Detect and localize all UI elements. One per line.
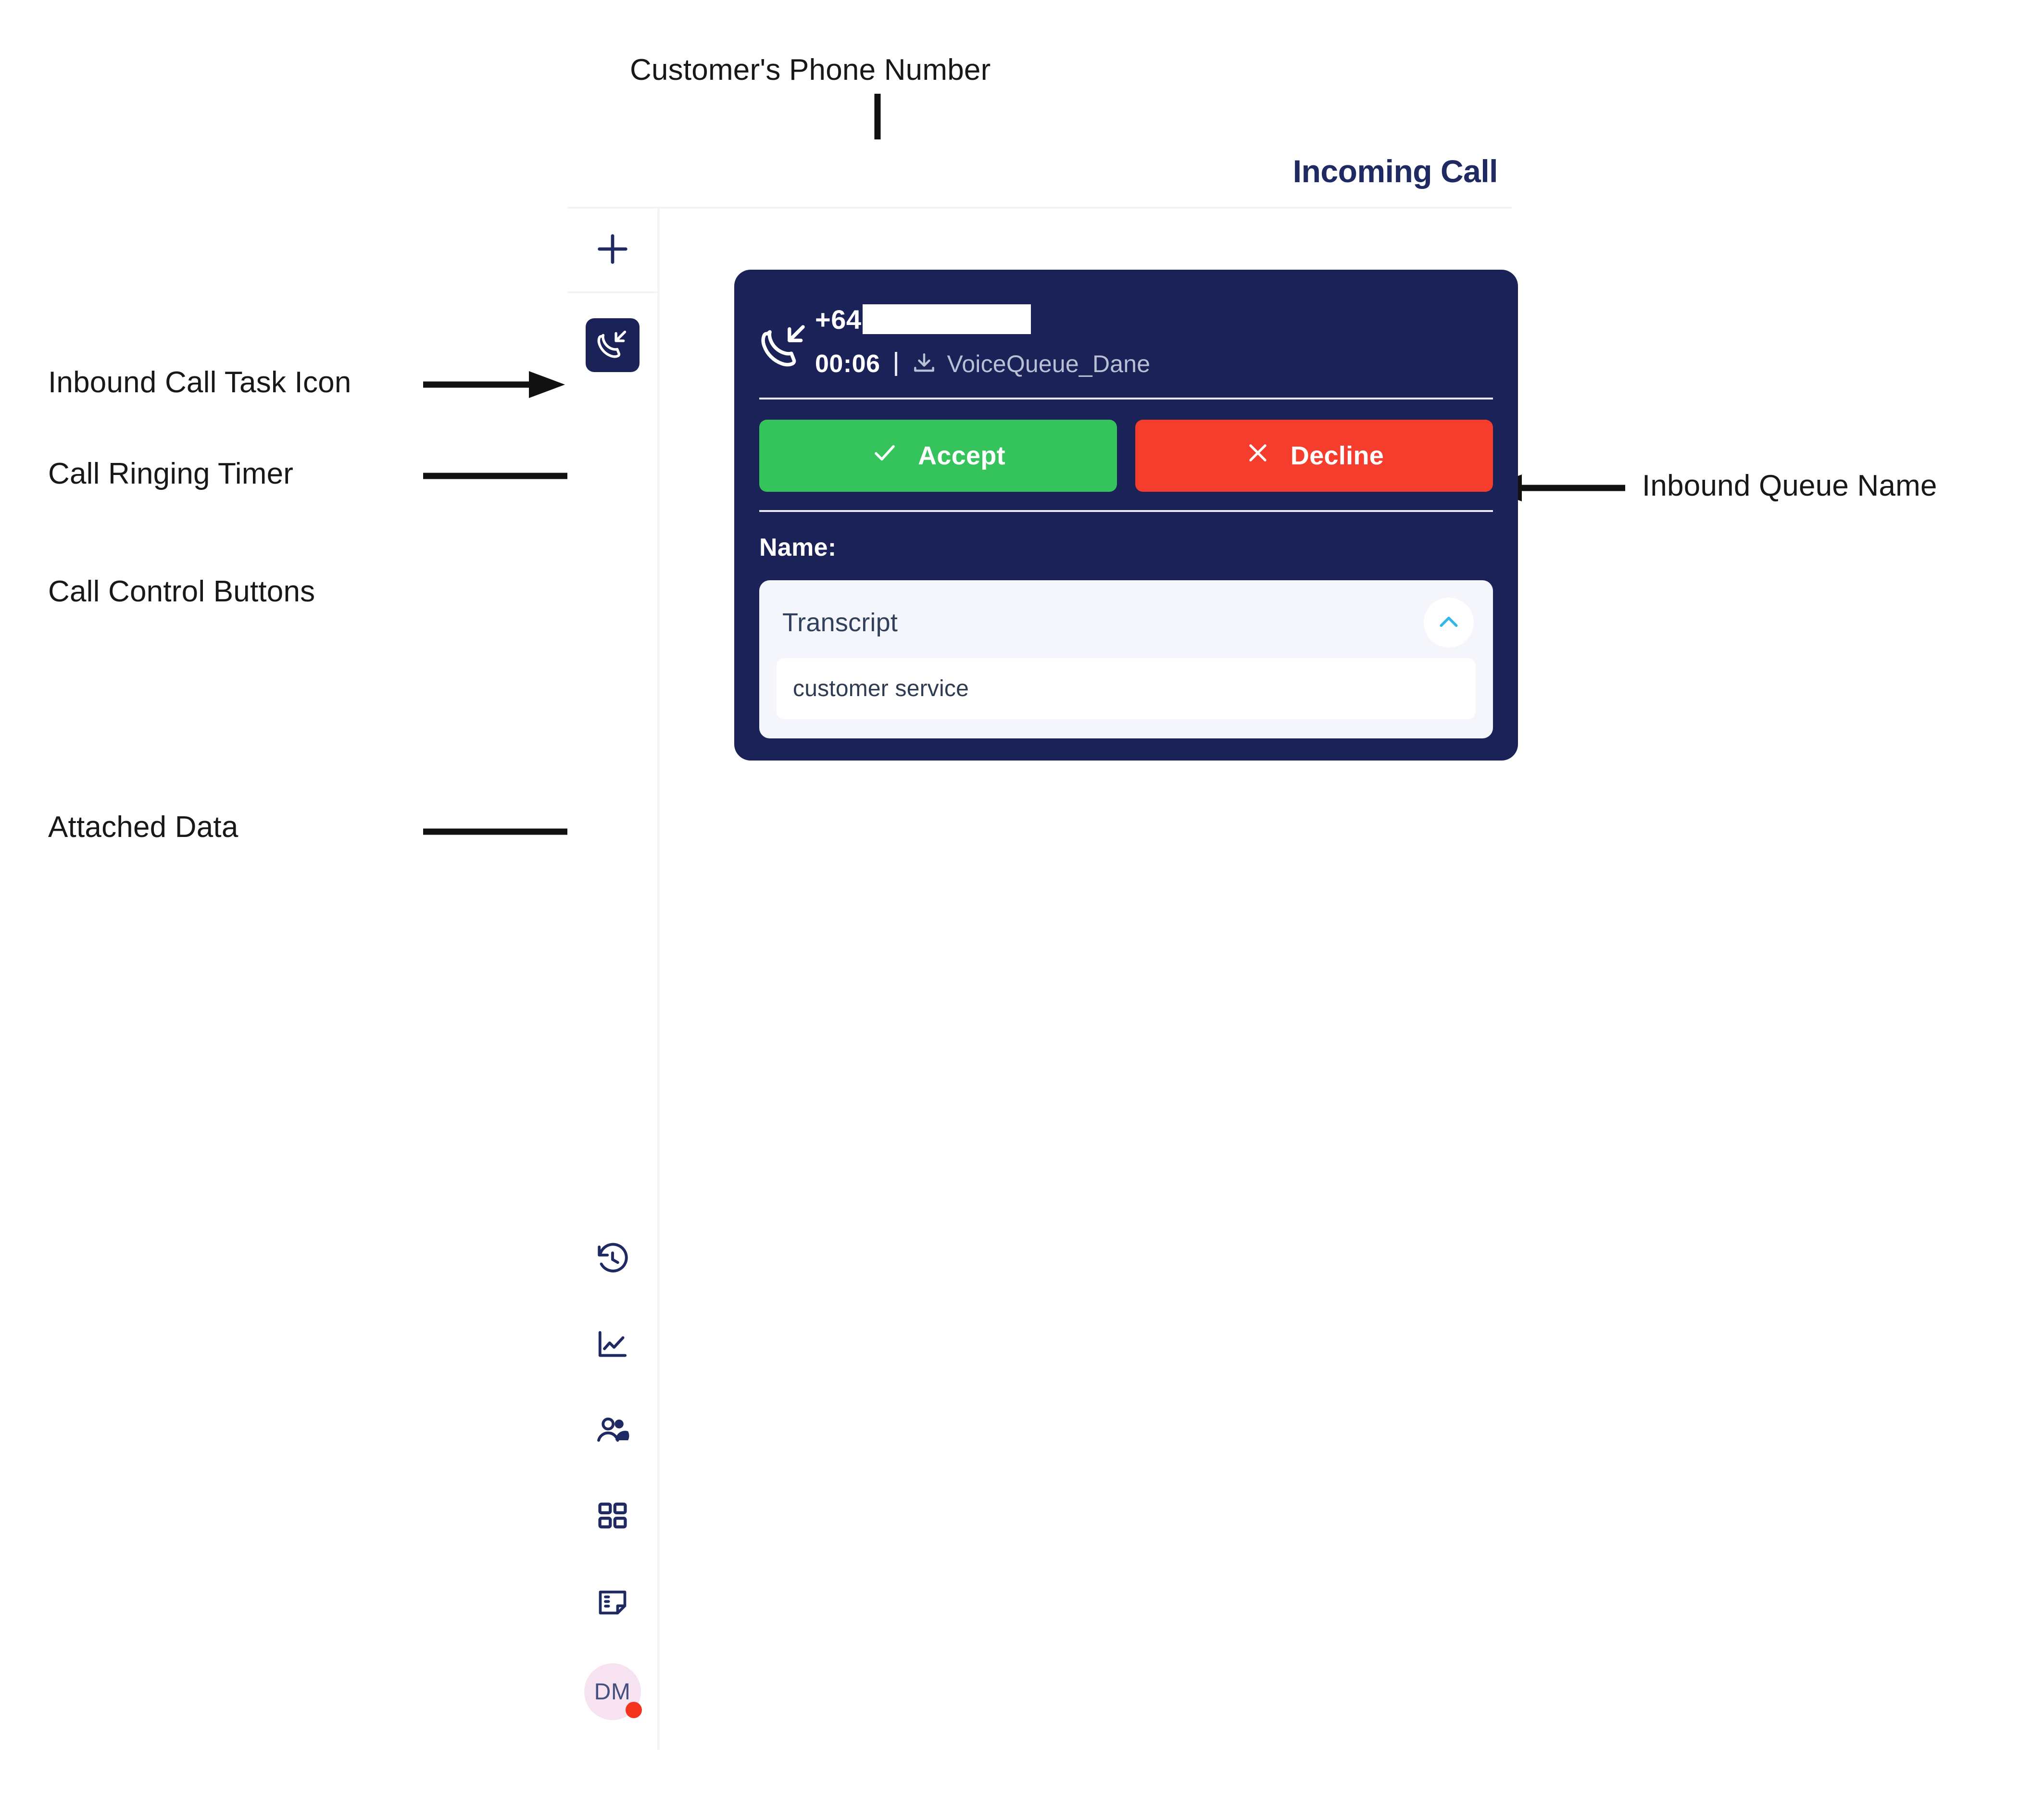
name-label: Name: bbox=[759, 534, 837, 561]
transcript-header: Transcript bbox=[777, 597, 1476, 648]
decline-button[interactable]: Decline bbox=[1135, 420, 1493, 492]
x-icon bbox=[1244, 439, 1271, 473]
transcript-collapse-button[interactable] bbox=[1424, 598, 1474, 648]
avatar-initials: DM bbox=[594, 1679, 631, 1705]
sidebar-item-notes[interactable] bbox=[588, 1578, 638, 1628]
call-card-header: +64 00:06 bbox=[734, 270, 1518, 379]
download-tray-icon bbox=[911, 350, 938, 377]
accept-button-label: Accept bbox=[918, 441, 1005, 470]
check-icon bbox=[871, 439, 899, 473]
inbound-call-icon bbox=[759, 325, 809, 373]
decline-button-label: Decline bbox=[1290, 441, 1384, 470]
app-header: Incoming Call bbox=[567, 139, 1512, 209]
sidebar-item-contacts[interactable] bbox=[588, 1407, 638, 1457]
annotation-label-queue-name: Inbound Queue Name bbox=[1642, 469, 1937, 502]
call-ringing-timer: 00:06 bbox=[815, 350, 880, 378]
incoming-call-card: +64 00:06 bbox=[734, 270, 1518, 761]
grid-apps-icon bbox=[595, 1499, 630, 1536]
call-meta-line: 00:06 VoiceQueue_Dane bbox=[815, 349, 1488, 379]
accept-button[interactable]: Accept bbox=[759, 420, 1117, 492]
avatar[interactable]: DM bbox=[584, 1663, 642, 1720]
sidebar-item-analytics[interactable] bbox=[588, 1321, 638, 1371]
annotation-label-attached-data: Attached Data bbox=[48, 811, 238, 844]
sidebar-item-apps[interactable] bbox=[588, 1492, 638, 1542]
phone-number-prefix: +64 bbox=[815, 304, 862, 335]
history-clock-icon bbox=[595, 1242, 630, 1280]
card-divider-top bbox=[759, 398, 1493, 399]
sidebar-top-section bbox=[567, 209, 657, 293]
annotation-arrow-task-icon bbox=[423, 370, 567, 399]
annotation-label-control-buttons: Call Control Buttons bbox=[48, 575, 315, 608]
sidebar-item-history[interactable] bbox=[588, 1235, 638, 1285]
inbound-call-icon bbox=[596, 328, 629, 363]
transcript-panel: Transcript customer service bbox=[759, 580, 1493, 738]
line-chart-icon bbox=[595, 1327, 630, 1365]
note-list-icon bbox=[595, 1584, 630, 1622]
people-icon bbox=[595, 1413, 630, 1451]
sidebar-rail: DM bbox=[567, 209, 660, 1750]
call-card-header-text: +64 00:06 bbox=[815, 299, 1488, 379]
plus-icon bbox=[593, 229, 632, 271]
meta-divider bbox=[894, 352, 897, 376]
attached-data-name-field: Name: bbox=[734, 533, 1518, 562]
transcript-title: Transcript bbox=[782, 608, 898, 637]
main-panel: +64 00:06 bbox=[662, 209, 1518, 1755]
customer-phone-number: +64 bbox=[815, 301, 1488, 337]
phone-number-redaction bbox=[862, 304, 1031, 334]
add-task-button[interactable] bbox=[585, 222, 640, 278]
call-control-buttons: Accept Decline bbox=[734, 399, 1518, 492]
sidebar-item-inbound-call-task[interactable] bbox=[585, 318, 640, 372]
chevron-up-icon bbox=[1435, 608, 1463, 637]
card-divider-bottom bbox=[759, 510, 1493, 512]
agent-desktop-app: Incoming Call bbox=[567, 139, 1518, 1755]
call-direction-icon-wrap bbox=[759, 299, 815, 373]
annotation-label-task-icon: Inbound Call Task Icon bbox=[48, 366, 351, 399]
annotation-label-phone-number: Customer's Phone Number bbox=[630, 53, 991, 87]
page-title: Incoming Call bbox=[1292, 153, 1498, 189]
status-badge bbox=[625, 1702, 642, 1718]
sidebar-bottom-section: DM bbox=[567, 1235, 657, 1720]
inbound-queue-name: VoiceQueue_Dane bbox=[947, 350, 1151, 377]
transcript-text: customer service bbox=[777, 658, 1476, 719]
annotation-label-ringing-timer: Call Ringing Timer bbox=[48, 457, 294, 490]
